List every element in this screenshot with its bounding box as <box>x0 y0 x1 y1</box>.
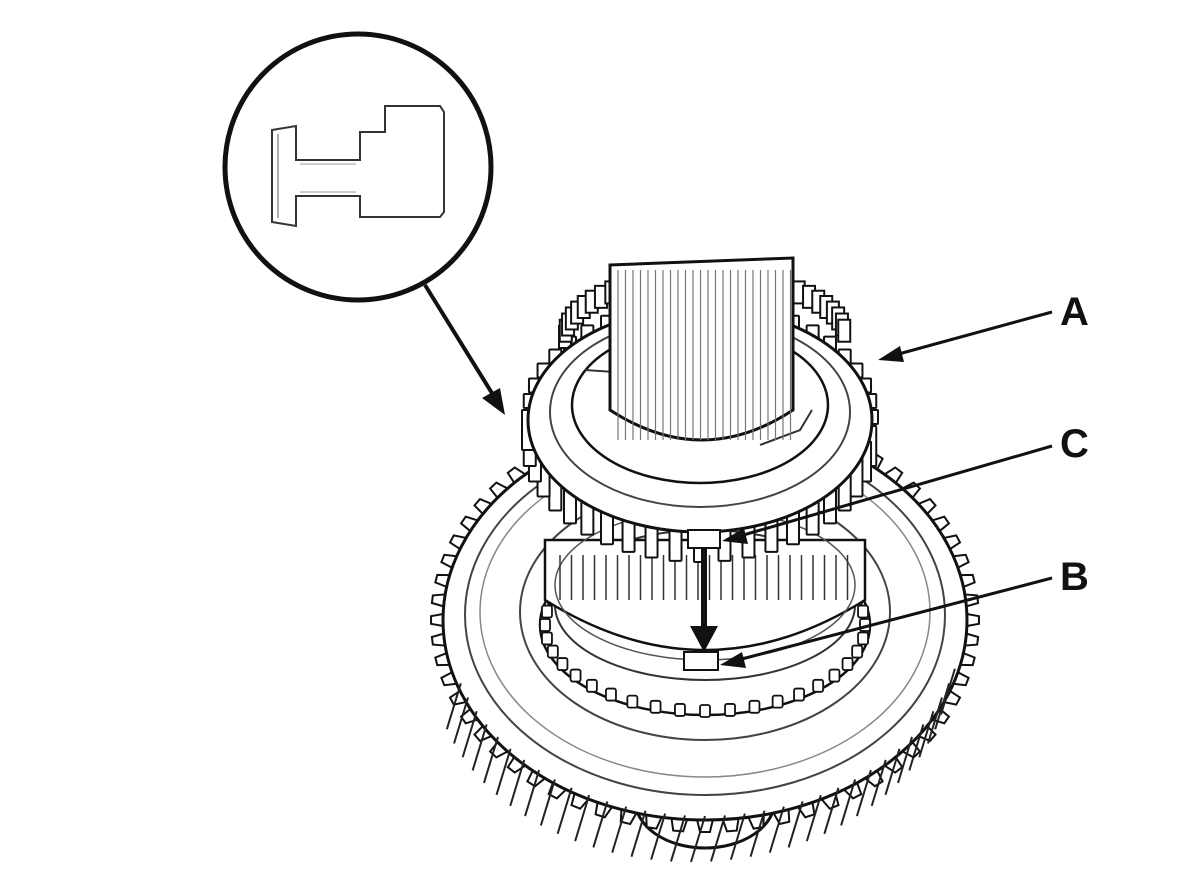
helix-stroke <box>670 815 686 862</box>
gear-tooth <box>430 612 445 628</box>
gear-slot-b <box>683 651 719 671</box>
helix-stroke <box>918 710 935 758</box>
helix-stroke <box>483 736 499 784</box>
dog-tooth <box>605 687 617 702</box>
helix-stroke <box>445 683 462 730</box>
helix-stroke <box>592 801 609 848</box>
dog-tooth <box>541 604 553 619</box>
dog-tooth <box>541 631 553 646</box>
dog-tooth <box>546 644 559 659</box>
leader-line-b <box>737 576 1053 662</box>
dog-tooth <box>851 644 864 659</box>
dog-tooth <box>539 618 551 632</box>
alignment-arrowhead <box>690 626 718 652</box>
dog-tooth <box>857 631 869 646</box>
dog-tooth <box>585 678 598 693</box>
detail-pointer-arrow <box>423 283 497 400</box>
dog-tooth <box>674 703 686 717</box>
dog-tooth <box>828 668 841 683</box>
dog-tooth <box>841 657 854 671</box>
helix-stroke <box>939 668 956 716</box>
dog-tooth <box>569 668 582 683</box>
helix-stroke <box>574 794 591 842</box>
helix-stroke <box>461 710 478 758</box>
helix-stroke <box>908 724 925 771</box>
splined-shaft <box>608 256 795 442</box>
dog-tooth <box>812 678 825 693</box>
callout-label-b: B <box>1060 555 1089 599</box>
dog-tooth <box>748 699 761 714</box>
helix-stroke <box>729 813 746 860</box>
helix-stroke <box>884 748 901 796</box>
gear-tooth <box>695 818 715 833</box>
callout-label-a: A <box>1060 290 1089 334</box>
leader-arrowhead-c <box>722 528 748 544</box>
dog-tooth <box>556 657 569 671</box>
helix-stroke <box>805 794 822 842</box>
helix-stroke <box>509 759 526 807</box>
helix-stroke <box>524 769 541 817</box>
helix-stroke <box>870 759 887 807</box>
gear-tooth <box>965 612 980 628</box>
ring-notch-c <box>687 529 721 549</box>
helix-stroke <box>768 806 785 853</box>
detail-pointer-arrowhead <box>482 388 505 415</box>
helix-stroke <box>897 736 913 784</box>
helix-stroke <box>539 779 556 826</box>
dog-tooth <box>724 703 736 717</box>
dog-tooth <box>626 694 639 709</box>
helix-stroke <box>453 697 469 744</box>
helix-stroke <box>650 813 667 860</box>
helix-stroke <box>471 724 488 771</box>
helix-stroke <box>495 748 512 796</box>
callout-label-c: C <box>1060 422 1089 466</box>
helix-stroke <box>927 697 943 744</box>
dog-tooth <box>649 699 662 714</box>
helix-stroke <box>749 810 766 858</box>
dog-tooth <box>793 687 805 702</box>
helix-stroke <box>840 779 857 826</box>
ring-tooth-back <box>837 318 852 343</box>
helix-stroke <box>710 815 726 862</box>
synchronizer-key-detail <box>271 105 445 228</box>
leader-line-a <box>894 310 1053 357</box>
dog-tooth <box>771 694 784 709</box>
dog-tooth <box>857 604 869 619</box>
helix-stroke <box>690 815 706 863</box>
leader-arrowhead-a <box>878 346 904 362</box>
helix-stroke <box>855 769 872 817</box>
helix-stroke <box>823 787 840 835</box>
leader-line-c <box>739 444 1053 538</box>
helix-stroke <box>630 810 647 858</box>
helix-stroke <box>787 801 804 848</box>
leader-arrowhead-b <box>720 652 746 668</box>
dog-tooth <box>699 704 711 718</box>
helix-stroke <box>611 806 628 853</box>
helix-stroke <box>934 683 951 730</box>
helix-stroke <box>556 787 573 835</box>
